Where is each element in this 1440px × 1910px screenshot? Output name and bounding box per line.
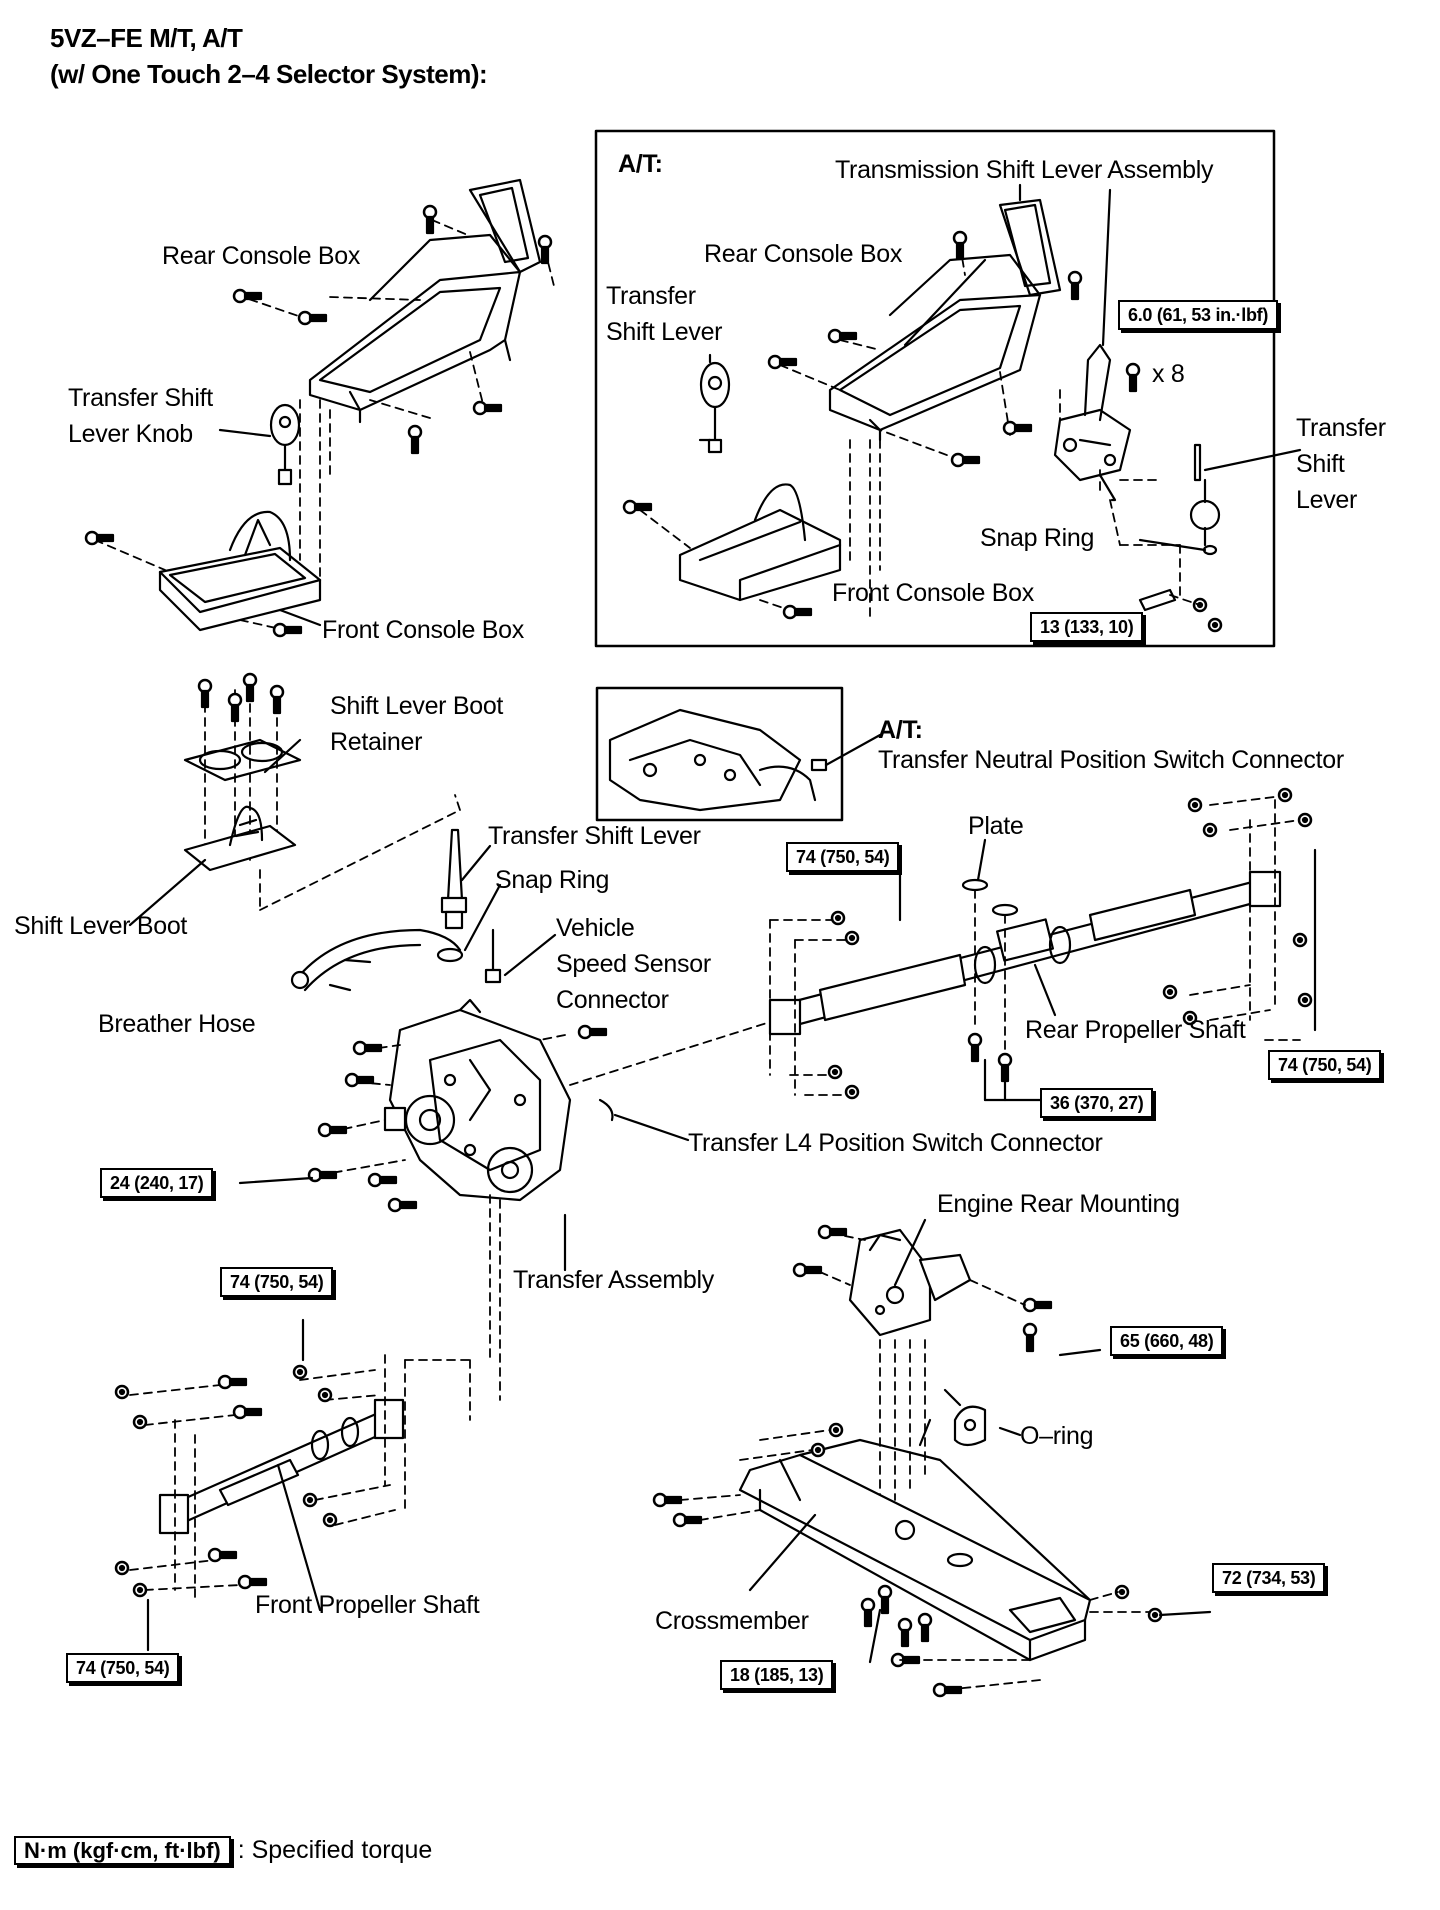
label-at-neutral-title: A/T:	[878, 716, 923, 744]
shift-lever-boot-retainer-drawing	[183, 738, 302, 782]
label-vehicle-speed-1: Vehicle	[556, 914, 635, 942]
shift-lever-boot-drawing	[183, 805, 297, 872]
transfer-shift-lever-drawing	[440, 828, 468, 930]
transfer-shift-lever-knob-drawing	[269, 403, 301, 486]
label-rear-console-box: Rear Console Box	[162, 242, 361, 270]
transfer-l4-connector-drawing	[598, 1098, 614, 1122]
neutral-switch-inset-frame	[595, 686, 844, 822]
label-inset-transfer-r1: Transfer	[1296, 414, 1386, 442]
at-rear-console-box-drawing	[828, 198, 1062, 442]
legend-text: : Specified torque	[237, 1836, 433, 1864]
label-inset-rear-console-box: Rear Console Box	[704, 240, 903, 268]
torque-72: 72 (734, 53)	[1212, 1563, 1326, 1593]
label-transfer-shift-lever-knob-2: Lever Knob	[68, 420, 193, 448]
o-ring-drawing	[953, 1405, 987, 1447]
label-inset-transfer-2: Shift Lever	[606, 318, 723, 346]
front-propeller-shaft-drawing	[158, 1398, 405, 1535]
label-crossmember: Crossmember	[655, 1607, 809, 1635]
label-engine-rear-mounting: Engine Rear Mounting	[937, 1190, 1180, 1218]
torque-74-right: 74 (750, 54)	[1268, 1050, 1382, 1080]
transmission-shift-lever-assembly-drawing	[1053, 343, 1132, 502]
label-inset-transfer-1: Transfer	[606, 282, 696, 310]
legend-units-box: N·m (kgf·cm, ft·lbf)	[14, 1836, 231, 1865]
snap-ring-drawing	[436, 947, 464, 963]
diagram-subtitle: (w/ One Touch 2–4 Selector System):	[50, 59, 488, 89]
diagram-title: 5VZ–FE M/T, A/T	[50, 23, 243, 53]
label-front-console-box: Front Console Box	[322, 616, 524, 644]
label-vehicle-speed-3: Connector	[556, 986, 669, 1014]
label-plate: Plate	[968, 812, 1024, 840]
torque-74-front-upper: 74 (750, 54)	[220, 1267, 334, 1297]
label-transfer-l4-connector: Transfer L4 Position Switch Connector	[688, 1129, 1103, 1157]
label-inset-transfer-r2: Shift	[1296, 450, 1345, 478]
torque-65: 65 (660, 48)	[1110, 1326, 1224, 1356]
vehicle-speed-sensor-connector-drawing	[484, 928, 502, 984]
label-inset-front-console-box: Front Console Box	[832, 579, 1034, 607]
plate-drawing	[961, 878, 989, 892]
torque-legend: N·m (kgf·cm, ft·lbf) : Specified torque	[14, 1832, 432, 1869]
torque-13: 13 (133, 10)	[1030, 612, 1144, 642]
label-transfer-shift-lever: Transfer Shift Lever	[488, 822, 701, 850]
crossmember-drawing	[738, 1418, 1092, 1662]
transfer-assembly-drawing	[383, 998, 572, 1202]
at-transfer-shift-lever-knob-drawing	[699, 361, 731, 454]
at-front-console-box-drawing	[678, 483, 842, 602]
front-console-box-drawing	[158, 510, 322, 632]
torque-6-0: 6.0 (61, 53 in.·lbf)	[1118, 300, 1279, 330]
label-transmission-shift-lever-assembly: Transmission Shift Lever Assembly	[835, 156, 1214, 184]
torque-18: 18 (185, 13)	[720, 1660, 834, 1690]
at-transfer-shift-lever-drawing	[1189, 443, 1221, 547]
label-inset-snap-ring: Snap Ring	[980, 524, 1095, 552]
label-transfer-shift-lever-knob-1: Transfer Shift	[68, 384, 213, 412]
label-breather-hose: Breather Hose	[98, 1010, 256, 1038]
torque-74-front-lower: 74 (750, 54)	[66, 1653, 180, 1683]
inset-title: A/T:	[618, 150, 663, 178]
torque-36: 36 (370, 27)	[1040, 1088, 1154, 1118]
breather-hose-drawing	[298, 928, 462, 977]
label-shift-lever-boot-retainer-1: Shift Lever Boot	[330, 692, 504, 720]
torque-24: 24 (240, 17)	[100, 1168, 214, 1198]
label-snap-ring: Snap Ring	[495, 866, 610, 894]
label-vehicle-speed-2: Speed Sensor	[556, 950, 711, 978]
label-rear-propeller-shaft: Rear Propeller Shaft	[1025, 1016, 1246, 1044]
label-bolt-quantity: x 8	[1152, 360, 1185, 388]
neutral-switch-inset-drawing	[608, 708, 828, 812]
label-shift-lever-boot-retainer-2: Retainer	[330, 728, 423, 756]
label-transfer-assembly: Transfer Assembly	[513, 1266, 714, 1294]
label-inset-transfer-r3: Lever	[1296, 486, 1358, 514]
torque-74-upper-left: 74 (750, 54)	[786, 842, 900, 872]
label-front-propeller-shaft: Front Propeller Shaft	[255, 1591, 480, 1619]
label-shift-lever-boot: Shift Lever Boot	[14, 912, 188, 940]
at-inset-frame	[594, 129, 1276, 648]
engine-rear-mounting-drawing	[848, 1228, 972, 1337]
label-o-ring: O–ring	[1020, 1422, 1094, 1450]
label-transfer-neutral-position-switch-connector: Transfer Neutral Position Switch Connect…	[878, 746, 1344, 774]
rear-console-box-drawing	[308, 178, 542, 424]
rear-propeller-shaft-drawing	[768, 870, 1282, 1036]
